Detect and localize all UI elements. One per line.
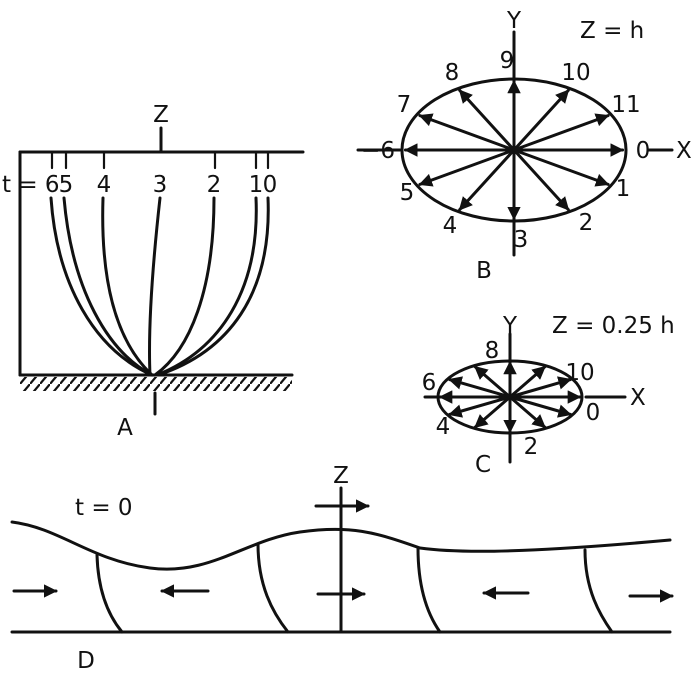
profile-curve-1 — [155, 196, 258, 377]
profile-line — [416, 546, 442, 634]
panel-a-letter: A — [117, 415, 133, 441]
panel-a-tick-marks — [50, 150, 270, 170]
panel-c-condition: Z = 0.25 h — [552, 313, 675, 339]
panel-b-label-9: 9 — [500, 48, 515, 74]
profile-curve-5 — [62, 196, 154, 377]
panel-b-label-11: 11 — [611, 92, 640, 118]
panel-c-y-label: Y — [502, 313, 518, 339]
panel-a-t-label: t = 6 — [2, 172, 60, 198]
vector-arrow — [508, 376, 572, 399]
panel-c-label-4: 4 — [436, 414, 451, 440]
panel-d-t-label: t = 0 — [75, 495, 133, 521]
panel-b-vectors — [403, 79, 625, 221]
vector-arrow — [418, 113, 516, 152]
vector-arrow — [448, 376, 512, 399]
vector-arrow — [473, 365, 512, 399]
panel-c-label-10: 10 — [565, 360, 594, 386]
vector-arrow — [448, 395, 512, 418]
vector-arrow — [458, 148, 516, 212]
panel-d-profile-lines — [95, 542, 614, 634]
panel-a-tick-3: 3 — [153, 172, 168, 198]
panel-b-label-2: 2 — [579, 210, 594, 236]
panel-d-letter: D — [77, 648, 95, 674]
panel-d-surface-wave — [10, 520, 672, 571]
panel-a-tick-5: 5 — [59, 172, 74, 198]
panel-d: Z t = 0 D — [10, 463, 674, 674]
panel-c-label-0: 0 — [586, 400, 601, 426]
vector-arrow — [512, 113, 610, 152]
panel-b-label-0: 0 — [636, 138, 651, 164]
panel-b-x-label: X — [676, 138, 692, 164]
panel-c-vectors — [438, 360, 582, 434]
profile-curve-4 — [101, 196, 154, 377]
panel-b-label-7: 7 — [397, 92, 412, 118]
panel-b-label-5: 5 — [400, 180, 415, 206]
panel-b-label-3: 3 — [514, 227, 529, 253]
panel-a-tick-1: 1 — [249, 172, 264, 198]
profile-curve-6 — [49, 196, 154, 377]
vector-arrow — [512, 88, 570, 152]
panel-c-label-8: 8 — [485, 338, 500, 364]
panel-b-letter: B — [476, 258, 492, 284]
panel-b-label-10: 10 — [561, 60, 590, 86]
vector-arrow — [512, 148, 570, 212]
panel-a-tick-0: 0 — [263, 172, 278, 198]
panel-b-label-neg6: −6 — [361, 138, 395, 164]
panel-b-condition: Z = h — [580, 18, 644, 44]
profile-line — [95, 553, 124, 634]
vector-arrow — [473, 395, 512, 429]
panel-c-letter: C — [475, 452, 491, 478]
panel-a-tick-2: 2 — [207, 172, 222, 198]
profile-curve-0 — [156, 196, 270, 377]
panel-d-flow-arrows — [12, 499, 674, 603]
vector-arrow — [418, 148, 516, 187]
panel-c: Y X Z = 0.25 h C 0 2 4 6 8 10 — [422, 313, 675, 478]
profile-curve-2 — [153, 196, 216, 377]
panel-d-z-label: Z — [333, 463, 349, 489]
vector-arrow — [512, 148, 610, 187]
panel-a-z-label: Z — [153, 102, 169, 128]
panel-b-y-label: Y — [506, 8, 522, 34]
panel-a: Z t = 6 5 4 3 2 1 0 A 1 — [2, 102, 305, 441]
profile-line — [583, 548, 614, 634]
panel-a-ground-hatch — [20, 377, 292, 391]
vector-arrow — [508, 395, 572, 418]
profile-curve-3 — [148, 196, 162, 377]
panel-b-label-1: 1 — [616, 176, 631, 202]
panel-b: Y X Z = h B 0 1 2 3 4 5 −6 7 8 9 10 11 — [356, 8, 692, 284]
panel-a-hodograph-curves — [49, 196, 270, 377]
vector-arrow — [508, 365, 547, 399]
vector-arrow — [508, 395, 547, 429]
panel-a-tick-4: 4 — [97, 172, 112, 198]
panel-c-label-6: 6 — [422, 370, 437, 396]
profile-line — [256, 542, 290, 634]
panel-b-label-4: 4 — [443, 213, 458, 239]
vector-arrow — [458, 88, 516, 152]
panel-c-x-label: X — [630, 385, 646, 411]
panel-b-label-8: 8 — [445, 60, 460, 86]
panel-c-label-2: 2 — [524, 434, 539, 460]
